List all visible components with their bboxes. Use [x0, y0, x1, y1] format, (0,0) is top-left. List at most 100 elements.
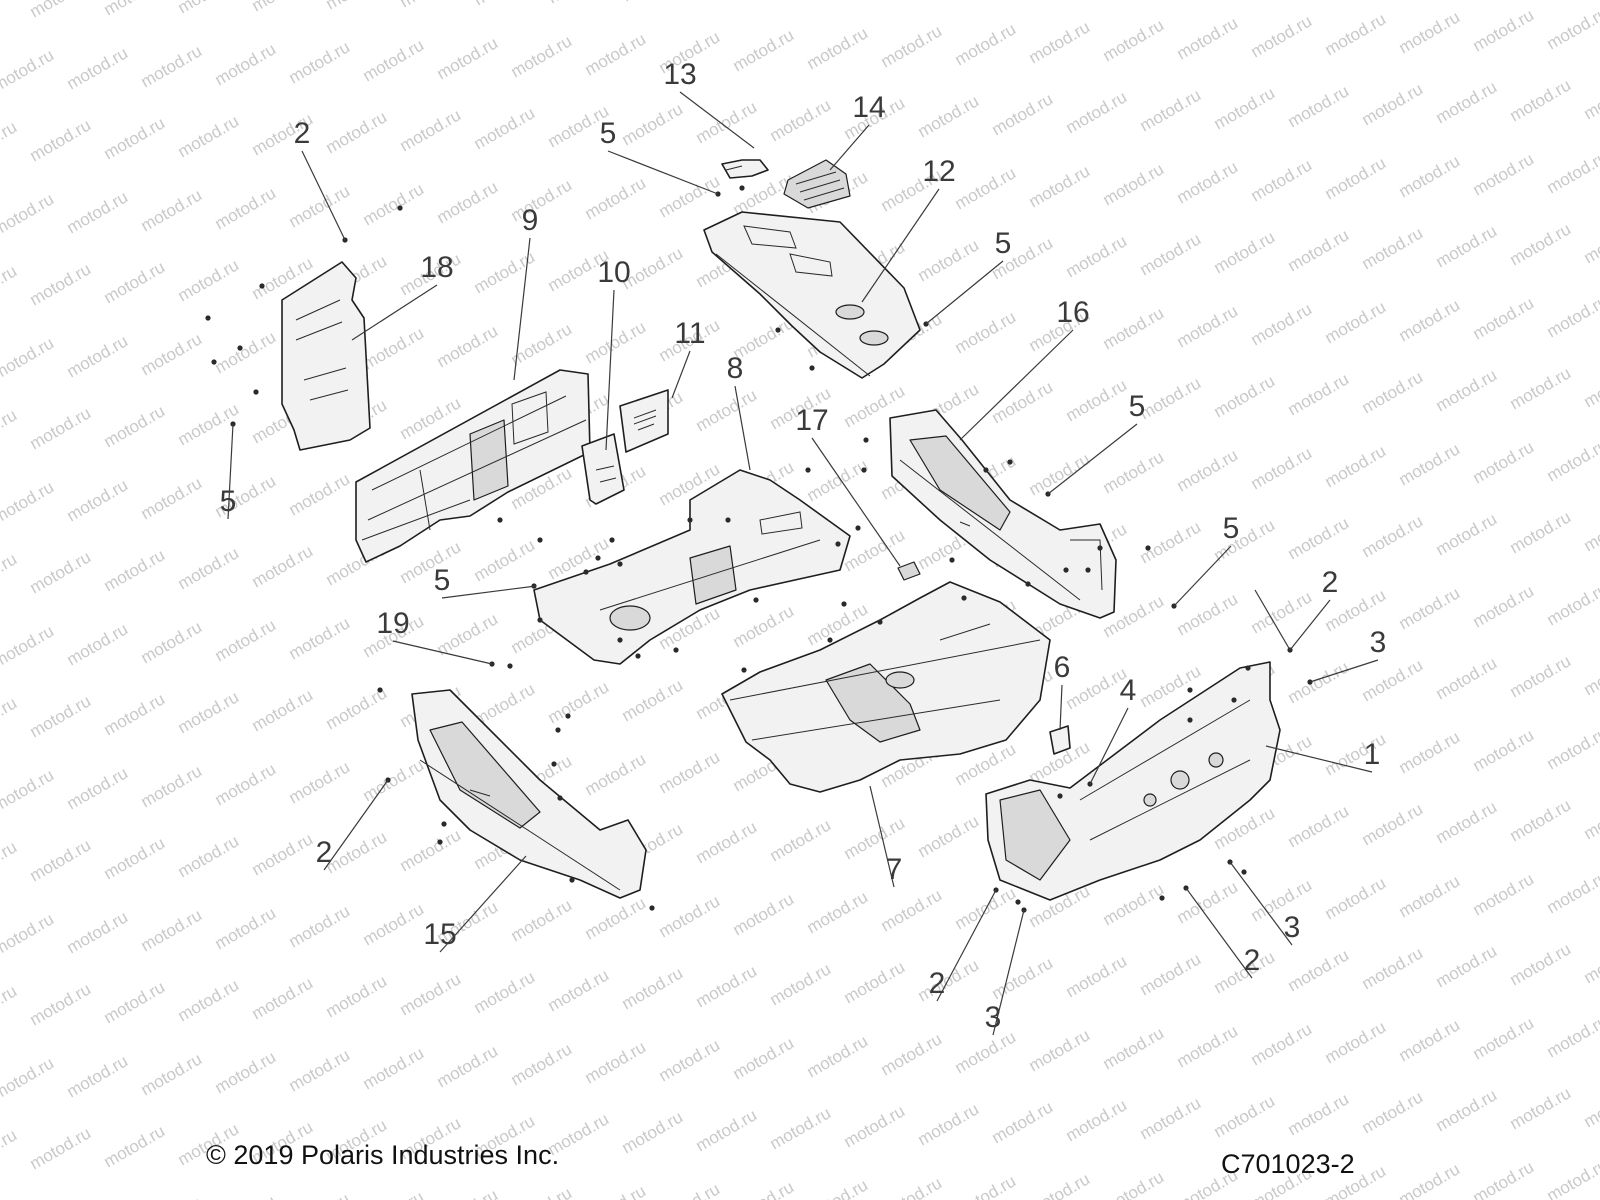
- watermark-text: motod.ru: [212, 1191, 280, 1200]
- watermark-text: motod.ru: [249, 685, 317, 735]
- watermark-text: motod.ru: [101, 0, 169, 19]
- callout-label-5: 5: [1129, 390, 1146, 423]
- leader-line: [936, 889, 997, 1002]
- watermark-text: motod.ru: [64, 331, 132, 381]
- fastener: [397, 205, 403, 211]
- fastener: [649, 905, 655, 911]
- leader-line: [992, 909, 1025, 1036]
- watermark-text: motod.ru: [989, 89, 1057, 139]
- watermark-text: motod.ru: [286, 757, 354, 807]
- watermark-text: motod.ru: [804, 455, 872, 505]
- watermark-text: motod.ru: [323, 107, 391, 157]
- watermark-text: motod.ru: [730, 889, 798, 939]
- watermark-text: motod.ru: [0, 1053, 57, 1103]
- watermark-text: motod.ru: [989, 953, 1057, 1003]
- watermark-text: motod.ru: [360, 323, 428, 373]
- callout-label-12: 12: [922, 155, 955, 188]
- watermark-text: motod.ru: [1100, 447, 1168, 497]
- fastener: [441, 821, 447, 827]
- watermark-text: motod.ru: [1433, 509, 1501, 559]
- watermark-text: motod.ru: [1581, 73, 1600, 123]
- watermark-text: motod.ru: [1285, 369, 1353, 419]
- watermark-text: motod.ru: [101, 401, 169, 451]
- fastener: [741, 667, 747, 673]
- part-15-side-panel: [411, 689, 647, 899]
- watermark-text: motod.ru: [64, 907, 132, 957]
- watermark-text: motod.ru: [693, 0, 761, 3]
- watermark-text: motod.ru: [1396, 1015, 1464, 1065]
- watermark-text: motod.ru: [989, 1097, 1057, 1147]
- watermark-text: motod.ru: [1026, 17, 1094, 67]
- watermark-text: motod.ru: [1507, 939, 1575, 989]
- watermark-text: motod.ru: [1100, 15, 1168, 65]
- watermark-text: motod.ru: [878, 1029, 946, 1079]
- watermark-text: motod.ru: [915, 811, 983, 861]
- watermark-text: motod.ru: [582, 1037, 650, 1087]
- watermark-text: motod.ru: [1396, 295, 1464, 345]
- watermark-text: motod.ru: [1396, 727, 1464, 777]
- watermark-text: motod.ru: [1470, 1157, 1538, 1200]
- watermark-text: motod.ru: [545, 677, 613, 727]
- watermark-text: motod.ru: [471, 0, 539, 9]
- watermark-text: motod.ru: [0, 405, 20, 455]
- watermark-text: motod.ru: [952, 1027, 1020, 1077]
- watermark-text: motod.ru: [1100, 879, 1168, 929]
- watermark-text: motod.ru: [1322, 441, 1390, 491]
- watermark-text: motod.ru: [1174, 445, 1242, 495]
- fastener: [1241, 869, 1247, 875]
- leader-line: [959, 329, 1074, 441]
- callout-label-5: 5: [1223, 512, 1240, 545]
- leader-line: [351, 284, 438, 341]
- watermark-text: motod.ru: [360, 1043, 428, 1093]
- fastener: [437, 839, 443, 845]
- watermark-text: motod.ru: [582, 29, 650, 79]
- fastener: [805, 467, 811, 473]
- leader-line: [734, 385, 751, 471]
- watermark-text: motod.ru: [397, 825, 465, 875]
- watermark-text: motod.ru: [27, 115, 95, 165]
- fastener: [687, 517, 693, 523]
- leader-line: [1047, 423, 1138, 495]
- fastener: [377, 687, 383, 693]
- watermark-text: motod.ru: [1359, 1087, 1427, 1137]
- fastener: [949, 557, 955, 563]
- leader-line: [1289, 599, 1331, 651]
- leader-line: [392, 640, 493, 665]
- watermark-text: motod.ru: [1396, 871, 1464, 921]
- watermark-text: motod.ru: [1322, 153, 1390, 203]
- fastener: [1145, 545, 1151, 551]
- watermark-text: motod.ru: [1507, 363, 1575, 413]
- callout-label-16: 16: [1056, 296, 1089, 329]
- watermark-text: motod.ru: [693, 817, 761, 867]
- watermark-text: motod.ru: [1470, 293, 1538, 343]
- fastener: [537, 617, 543, 623]
- watermark-text: motod.ru: [397, 0, 465, 11]
- watermark-text: motod.ru: [434, 609, 502, 659]
- watermark-text: motod.ru: [1285, 513, 1353, 563]
- part-8-floor-pan: [533, 469, 851, 665]
- leader-line: [869, 785, 895, 888]
- watermark-text: motod.ru: [1174, 13, 1242, 63]
- watermark-text: motod.ru: [1211, 83, 1279, 133]
- watermark-text: motod.ru: [1174, 301, 1242, 351]
- callout-label-5: 5: [600, 117, 617, 150]
- watermark-text: motod.ru: [693, 97, 761, 147]
- watermark-text: motod.ru: [1322, 1017, 1390, 1067]
- watermark-text: motod.ru: [1470, 1013, 1538, 1063]
- watermark-text: motod.ru: [656, 891, 724, 941]
- watermark-text: motod.ru: [1359, 511, 1427, 561]
- diagram-code: C701023-2: [1221, 1149, 1355, 1179]
- watermark-text: motod.ru: [1137, 949, 1205, 999]
- part-1-front-bulkhead: [985, 661, 1281, 901]
- callout-label-3: 3: [1284, 911, 1301, 944]
- watermark-text: motod.ru: [952, 163, 1020, 213]
- watermark-text: motod.ru: [582, 749, 650, 799]
- fastener: [537, 537, 543, 543]
- watermark-text: motod.ru: [1359, 799, 1427, 849]
- watermark-text: motod.ru: [1322, 873, 1390, 923]
- watermark-text: motod.ru: [138, 1193, 206, 1200]
- watermark-text: motod.ru: [730, 25, 798, 75]
- watermark-text: motod.ru: [545, 965, 613, 1015]
- watermark-text: motod.ru: [619, 675, 687, 725]
- callout-label-3: 3: [985, 1001, 1002, 1034]
